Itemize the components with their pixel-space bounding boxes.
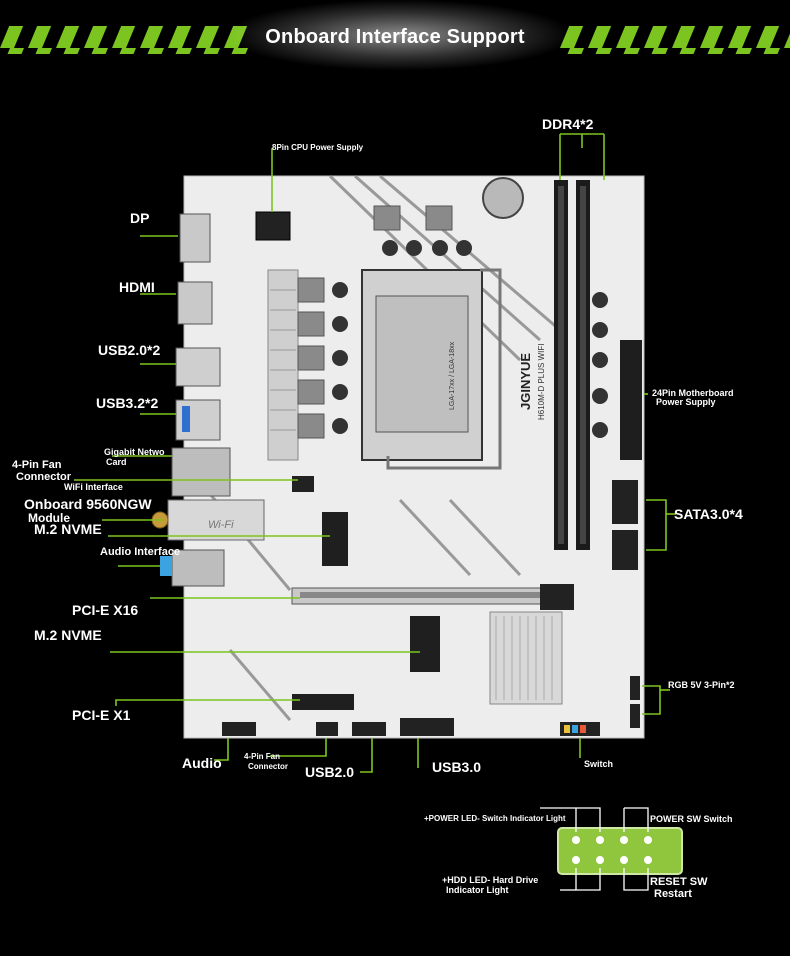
callout-lines (74, 133, 676, 773)
label-power-sw: POWER SW Switch (650, 814, 733, 824)
fan-header-top (292, 476, 314, 492)
label-sata: SATA3.0*4 (674, 506, 743, 522)
label-fan-bottom-line2: Connector (248, 762, 288, 771)
atx24-connector (620, 340, 642, 460)
title-glow (230, 0, 570, 70)
label-module-line1: Onboard 9560NGW (24, 496, 152, 512)
label-dp: DP (130, 210, 150, 226)
label-module: Onboard 9560NGW Module (24, 497, 152, 525)
label-audio: Audio (182, 755, 222, 771)
wifi-module (167, 499, 265, 541)
label-fan-top: 4-Pin Fan Connector (12, 459, 71, 483)
hdmi-port (177, 281, 213, 325)
label-fan-top-line1: 4-Pin Fan (12, 459, 62, 471)
wifi-badge: Wi-Fi (208, 519, 234, 531)
label-usb32-rear: USB3.2*2 (96, 395, 159, 411)
m2-slot-top (322, 512, 348, 566)
rgb-header-2 (630, 704, 640, 728)
label-reset: RESET SW Restart (650, 876, 707, 900)
label-atx24-line1: 24Pin Motherboard (652, 388, 734, 398)
page-title: Onboard Interface Support (265, 26, 525, 48)
label-pcie-x1: PCI-E X1 (72, 707, 131, 723)
label-power-led: +POWER LED- Switch Indicator Light (424, 814, 566, 823)
label-module-line2: Module (28, 511, 70, 525)
label-ddr4: DDR4*2 (542, 116, 594, 132)
pcie-x1-slot (292, 694, 354, 710)
label-gigabit-line1: Gigabit Netwo (104, 447, 165, 457)
label-usb30: USB3.0 (432, 759, 482, 775)
banner-stripes (0, 26, 790, 54)
sata-pair-2 (612, 530, 638, 570)
label-hdd-led: +HDD LED- Hard Drive Indicator Light (442, 875, 538, 895)
fan-header-bottom (316, 722, 338, 736)
header-banner (0, 0, 790, 80)
label-rgb: RGB 5V 3-Pin*2 (668, 680, 735, 690)
rgb-header-1 (630, 676, 640, 700)
usb20-header (352, 722, 386, 736)
label-switch: Switch (584, 759, 614, 769)
ethernet-port (171, 447, 231, 497)
label-usb20: USB2.0 (305, 764, 355, 780)
label-hdd-led-line1: +HDD LED- Hard Drive (442, 875, 539, 885)
usb20-rear-ports (175, 347, 221, 387)
label-hdmi: HDMI (119, 279, 155, 295)
label-gigabit: Gigabit Netwo Card (104, 447, 165, 467)
label-atx24-line2: Power Supply (656, 397, 716, 407)
label-pcie-x16: PCI-E X16 (72, 602, 139, 618)
label-atx24: 24Pin Motherboard Power Supply (652, 389, 734, 407)
m2-slot-bottom (410, 616, 440, 672)
dp-port (179, 213, 211, 263)
board-model: H610M-D PLUS WIFI (537, 344, 546, 420)
sata-pair-1 (612, 480, 638, 524)
label-m2-bottom: M.2 NVME (34, 627, 102, 643)
label-reset-line1: RESET SW (650, 876, 708, 888)
label-wifi-interface: WiFi Interface (64, 482, 123, 492)
front-panel-diagram (540, 807, 683, 891)
usb30-header (400, 718, 454, 736)
label-reset-line2: Restart (654, 888, 692, 900)
label-audio-interface: Audio Interface (100, 546, 181, 558)
audio-header (222, 722, 256, 736)
label-fan-bottom: 4-Pin Fan Connector (244, 752, 288, 772)
cmos-battery (482, 177, 524, 219)
label-fan-top-line2: Connector (16, 471, 71, 483)
label-cpu-power: 8Pin CPU Power Supply (272, 143, 364, 152)
chipset-heatsink (489, 611, 563, 705)
socket-text: LGA-17xx / LGA-18xx (449, 341, 456, 410)
label-fan-bottom-line1: 4-Pin Fan (244, 752, 281, 761)
board-brand: JGINYUE (518, 353, 533, 410)
label-usb20-rear: USB2.0*2 (98, 342, 161, 358)
label-hdd-led-line2: Indicator Light (446, 885, 509, 895)
vrm-heatsink (267, 269, 299, 461)
audio-jack-block (171, 549, 225, 587)
label-m2-top: M.2 NVME (34, 521, 102, 537)
cpu-power-connector (255, 211, 291, 241)
label-gigabit-line2: Card (106, 457, 127, 467)
front-panel-pin-block (557, 827, 683, 875)
